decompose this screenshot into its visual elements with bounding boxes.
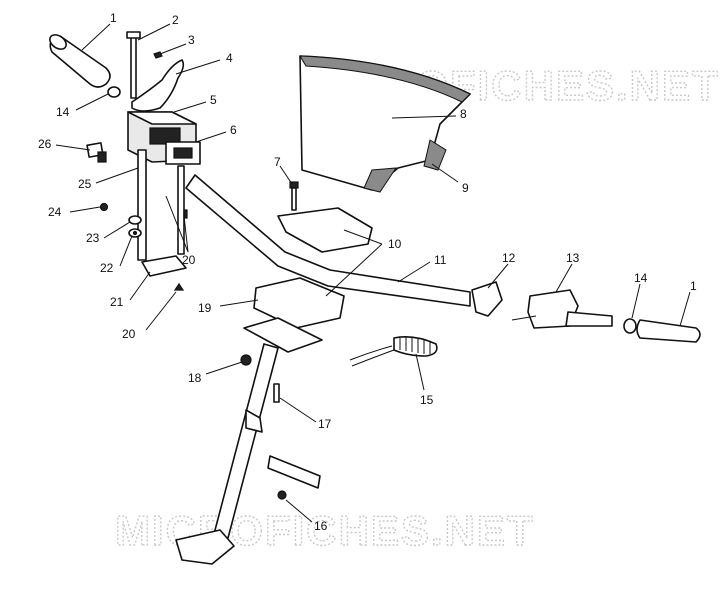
part-steering-plate [243, 317, 323, 353]
callout-6: 6 [230, 123, 237, 137]
part-end-cap-right [623, 318, 637, 334]
part-switch [86, 142, 107, 163]
callout-17: 17 [318, 417, 332, 431]
part-screw-20 [173, 282, 185, 291]
callout-20-upper: 20 [182, 253, 196, 267]
callout-1-right: 1 [690, 279, 697, 293]
callout-14-left: 14 [56, 105, 70, 119]
part-nut-16 [277, 490, 287, 500]
callout-15: 15 [420, 393, 434, 407]
callout-7: 7 [274, 155, 281, 169]
callout-9: 9 [462, 181, 469, 195]
callout-20-lower: 20 [122, 327, 136, 341]
callout-5: 5 [210, 93, 217, 107]
part-end-cap-left [107, 86, 121, 98]
part-clip [153, 51, 163, 59]
part-bolt-17 [273, 383, 280, 403]
callout-11: 11 [434, 253, 447, 267]
callout-16: 16 [314, 519, 328, 533]
part-hood-cover [299, 55, 471, 193]
part-bolt-7 [289, 181, 299, 211]
callout-1-left: 1 [110, 11, 117, 25]
callout-26: 26 [38, 137, 52, 151]
callout-10: 10 [388, 237, 402, 251]
part-heater-coil [349, 336, 438, 367]
callout-3: 3 [188, 33, 195, 47]
part-handlebar [185, 174, 471, 307]
callout-24: 24 [48, 205, 62, 219]
callout-4: 4 [226, 51, 233, 65]
callout-22: 22 [100, 261, 114, 275]
callout-2: 2 [172, 13, 179, 27]
part-clamp-upper [277, 207, 373, 253]
part-column-base [175, 529, 235, 565]
part-brake-control [511, 289, 613, 329]
part-pivot-bolt [126, 31, 141, 99]
callout-21: 21 [110, 295, 124, 309]
part-nut-18 [240, 354, 252, 366]
part-mounting-bracket [137, 149, 187, 277]
callout-8: 8 [460, 107, 467, 121]
callout-14-right: 14 [634, 271, 648, 285]
callout-13: 13 [566, 251, 580, 265]
part-grip-right [636, 319, 701, 343]
callout-labels: 1 2 3 4 5 6 7 8 9 10 11 12 13 14 1 14 26… [38, 11, 697, 533]
part-column-clamp [245, 409, 263, 433]
part-clamp-lower [253, 277, 345, 329]
part-washer-23 [128, 215, 142, 225]
part-lever-bracket [471, 281, 503, 317]
callout-19: 19 [198, 301, 212, 315]
part-nut-24 [99, 202, 109, 212]
leader-lines [55, 23, 691, 523]
part-pin-20 [183, 209, 188, 219]
part-pin-16 [267, 455, 321, 489]
callout-25: 25 [78, 177, 92, 191]
callout-18: 18 [188, 371, 202, 385]
part-grip-left [49, 34, 111, 88]
callout-12: 12 [502, 251, 516, 265]
part-throttle-lever [131, 59, 185, 112]
callout-23: 23 [86, 231, 100, 245]
